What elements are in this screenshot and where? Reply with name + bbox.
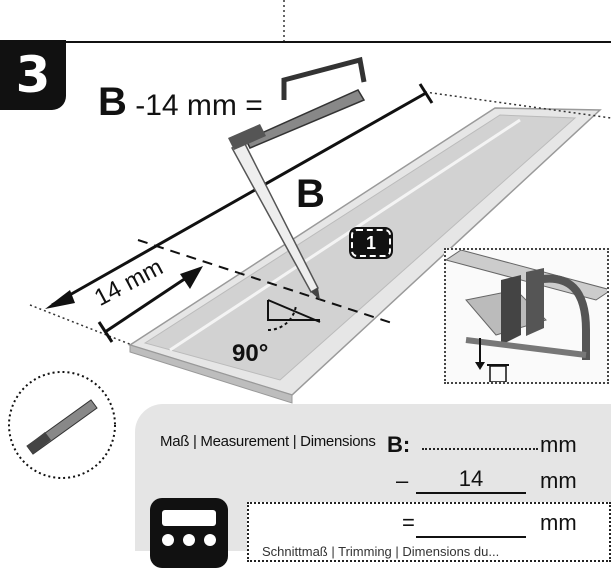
minus-unit: mm xyxy=(540,468,577,493)
formula-expression: -14 mm = xyxy=(135,89,263,122)
trimming-hint: Schnittmaß | Trimming | Dimensions du... xyxy=(262,544,500,559)
minus-sign: – xyxy=(396,468,409,493)
calculator-key xyxy=(183,534,195,546)
length-b-arrow xyxy=(51,91,427,307)
saw-icon xyxy=(228,56,367,150)
calculator-key xyxy=(162,534,174,546)
step-number-badge: 3 xyxy=(0,40,66,110)
b-value-blank[interactable] xyxy=(422,448,538,450)
angle-label: 90° xyxy=(232,340,269,367)
minus-value-line xyxy=(416,492,526,494)
top-frame-lines xyxy=(0,0,611,43)
calculator-icon xyxy=(150,498,228,568)
clamp-saw-inset-icon xyxy=(446,250,607,360)
length-b-label: B xyxy=(296,172,325,216)
cut-line xyxy=(137,239,393,324)
saw-blade-detail xyxy=(8,371,116,479)
calculator-key xyxy=(204,534,216,546)
part-number-badge: 1 xyxy=(349,227,393,259)
offset-14mm-arrow xyxy=(104,270,196,334)
saw-blade-icon xyxy=(26,399,98,455)
cut-formula: B -14 mm = xyxy=(98,80,263,125)
clamp-saw-inset xyxy=(444,248,609,384)
result-blank[interactable] xyxy=(416,536,526,538)
equals-sign: = xyxy=(402,510,415,535)
row-b-unit: mm xyxy=(540,432,577,457)
result-unit: mm xyxy=(540,510,577,535)
calculator-screen xyxy=(162,510,216,526)
trash-icon xyxy=(475,338,509,382)
formula-variable: B xyxy=(98,80,127,124)
dimensions-label: Maß | Measurement | Dimensions xyxy=(160,433,376,450)
minus-value: 14 xyxy=(458,466,484,491)
row-b-label: B: xyxy=(387,432,411,457)
